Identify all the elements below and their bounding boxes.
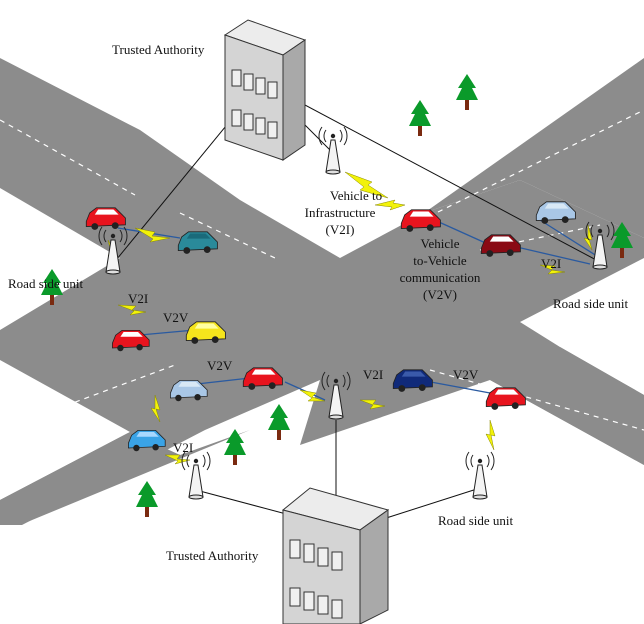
label-v2v-title-line1: Vehicle xyxy=(421,236,460,251)
tree-6 xyxy=(224,429,246,465)
label-v2v-title-line2: to-Vehicle xyxy=(413,253,467,268)
label-v2i-right: V2I xyxy=(541,256,561,271)
road-network xyxy=(0,58,644,525)
car-skyblue-lower-left xyxy=(127,429,166,452)
label-v2v-bottom-right: V2V xyxy=(453,367,479,382)
label-rsu-left: Road side unit xyxy=(8,276,83,291)
car-red-lower-center xyxy=(242,367,283,390)
label-rsu-right: Road side unit xyxy=(553,296,628,311)
label-v2i-bottom-center: V2I xyxy=(363,367,383,382)
tree-2 xyxy=(409,100,431,136)
label-v2i-title-line1: Vehicle to xyxy=(330,188,382,203)
tree-5 xyxy=(268,404,290,440)
car-lightblue-right xyxy=(535,201,576,224)
label-v2i-title-line2: Infrastructure xyxy=(305,205,376,220)
tree-7 xyxy=(136,481,158,517)
car-navy-bottom xyxy=(392,369,433,392)
rsu-tower-bottom-left xyxy=(181,451,211,500)
label-v2v-title-line3: communication xyxy=(400,270,481,285)
diagram-labels: Trusted Authority Trusted Authority Road… xyxy=(8,42,628,563)
car-red-v2i-center xyxy=(400,209,441,232)
label-trusted-authority-bottom: Trusted Authority xyxy=(166,548,259,563)
label-v2i-title-line3: (V2I) xyxy=(326,222,355,237)
label-v2i-left: V2I xyxy=(128,291,148,306)
car-yellow-left xyxy=(185,321,226,344)
car-red-left-middle xyxy=(112,329,150,352)
car-darkred-right xyxy=(480,234,521,257)
car-lightblue-lower-left xyxy=(169,379,208,402)
rsu-tower-top-center xyxy=(318,126,348,175)
label-rsu-bottom: Road side unit xyxy=(438,513,513,528)
label-v2v-left-upper: V2V xyxy=(163,310,189,325)
label-v2v-title-line4: (V2V) xyxy=(423,287,457,302)
car-teal-upper-left xyxy=(177,231,218,254)
car-red-upper-left xyxy=(85,207,126,230)
trusted-authority-top-building xyxy=(223,19,307,161)
label-v2v-left-lower: V2V xyxy=(207,358,233,373)
label-trusted-authority-top: Trusted Authority xyxy=(112,42,205,57)
tree-1 xyxy=(456,74,478,110)
label-v2i-bottom-left: V2I xyxy=(173,440,193,455)
trusted-authority-bottom-building xyxy=(281,487,390,624)
car-red-bottom-right xyxy=(485,387,526,410)
rsu-tower-bottom-right xyxy=(465,451,495,500)
